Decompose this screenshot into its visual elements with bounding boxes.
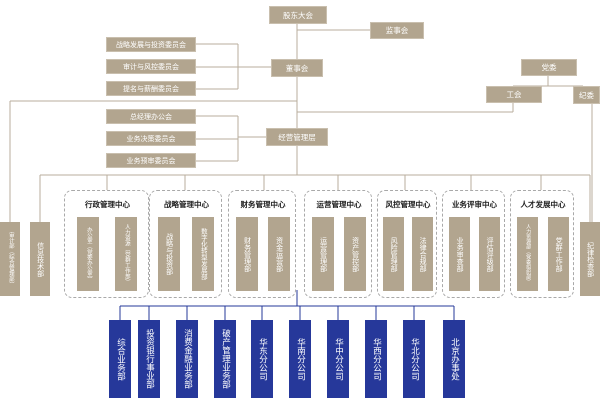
center-title: 财务管理中心 — [240, 200, 286, 209]
center-dept: 人力资源部（党委组织部） — [517, 217, 538, 291]
business-unit: 投资银行事业部 — [138, 320, 160, 398]
center-strategy: 战略管理中心 战略与投资部 数字化转型发展部 — [149, 190, 222, 298]
center-dept: 运营管理部 — [312, 217, 334, 291]
supervisors-box: 监事会 — [370, 22, 424, 39]
committee-business-decision: 业务决策委员会 — [106, 131, 196, 146]
center-finance: 财务管理中心 财务管理部 资金运营部 — [228, 190, 296, 298]
dept-discipline-inspection: 纪律检查部 — [580, 222, 600, 296]
committee-business-review: 业务预审委员会 — [106, 153, 196, 168]
center-title: 风控管理中心 — [385, 200, 431, 209]
center-dept: 评估评级部 — [479, 217, 500, 291]
center-dept: 战略与投资部 — [158, 217, 180, 291]
dept-audit: 审计部（综合管理部） — [0, 222, 20, 296]
committee-strategy: 战略发展与投资委员会 — [106, 37, 196, 52]
center-dept: 法律合规部 — [412, 217, 433, 291]
center-dept: 资产管控部 — [344, 217, 366, 291]
union-box: 工会 — [486, 86, 542, 103]
center-title: 运营管理中心 — [316, 200, 362, 209]
dept-it: 信息技术部 — [30, 222, 50, 296]
business-unit: 破产管理业务部 — [214, 320, 236, 398]
business-unit: 华西分公司 — [365, 320, 387, 398]
center-dept: 财务管理部 — [236, 217, 258, 291]
center-dept: 风险管理部 — [383, 217, 404, 291]
committee-gm-office: 总经理办公会 — [106, 109, 196, 124]
center-business-review: 业务评审中心 业务审查部 评估评级部 — [442, 190, 505, 298]
committee-audit: 审计与风控委员会 — [106, 59, 196, 74]
business-unit: 华东分公司 — [251, 320, 273, 398]
shareholders-box: 股东大会 — [269, 6, 327, 24]
center-title: 行政管理中心 — [85, 200, 130, 209]
business-unit: 北京办事处 — [443, 320, 465, 398]
business-unit: 综合业务部 — [109, 320, 131, 398]
board-box: 董事会 — [271, 59, 323, 77]
business-unit: 华北分公司 — [403, 320, 425, 398]
management-box: 经营管理层 — [266, 128, 328, 146]
center-admin: 行政管理中心 办公室（党委办公室） 人力资源（党群工作部） — [64, 190, 149, 298]
center-title: 战略管理中心 — [164, 200, 209, 209]
business-unit: 华中分公司 — [327, 320, 349, 398]
business-unit: 华南分公司 — [289, 320, 311, 398]
center-title: 业务评审中心 — [452, 200, 497, 209]
business-unit: 消费金融业务部 — [176, 320, 198, 398]
center-dept: 人力资源（党群工作部） — [115, 217, 137, 291]
center-dept: 业务审查部 — [449, 217, 470, 291]
center-title: 人才发展中心 — [520, 200, 566, 209]
discipline-committee-box: 纪委 — [573, 86, 600, 104]
center-dept: 数字化转型发展部 — [192, 217, 214, 291]
center-risk: 风控管理中心 风险管理部 法律合规部 — [377, 190, 437, 298]
center-dept: 办公室（党委办公室） — [77, 217, 99, 291]
center-dept: 资金运营部 — [268, 217, 290, 291]
center-operations: 运营管理中心 运营管理部 资产管控部 — [304, 190, 372, 298]
committee-nomination: 提名与薪酬委员会 — [106, 81, 196, 96]
party-committee-box: 党委 — [521, 59, 577, 76]
center-dept: 党群工作部 — [548, 217, 569, 291]
center-talent: 人才发展中心 人力资源部（党委组织部） 党群工作部 — [510, 190, 574, 298]
